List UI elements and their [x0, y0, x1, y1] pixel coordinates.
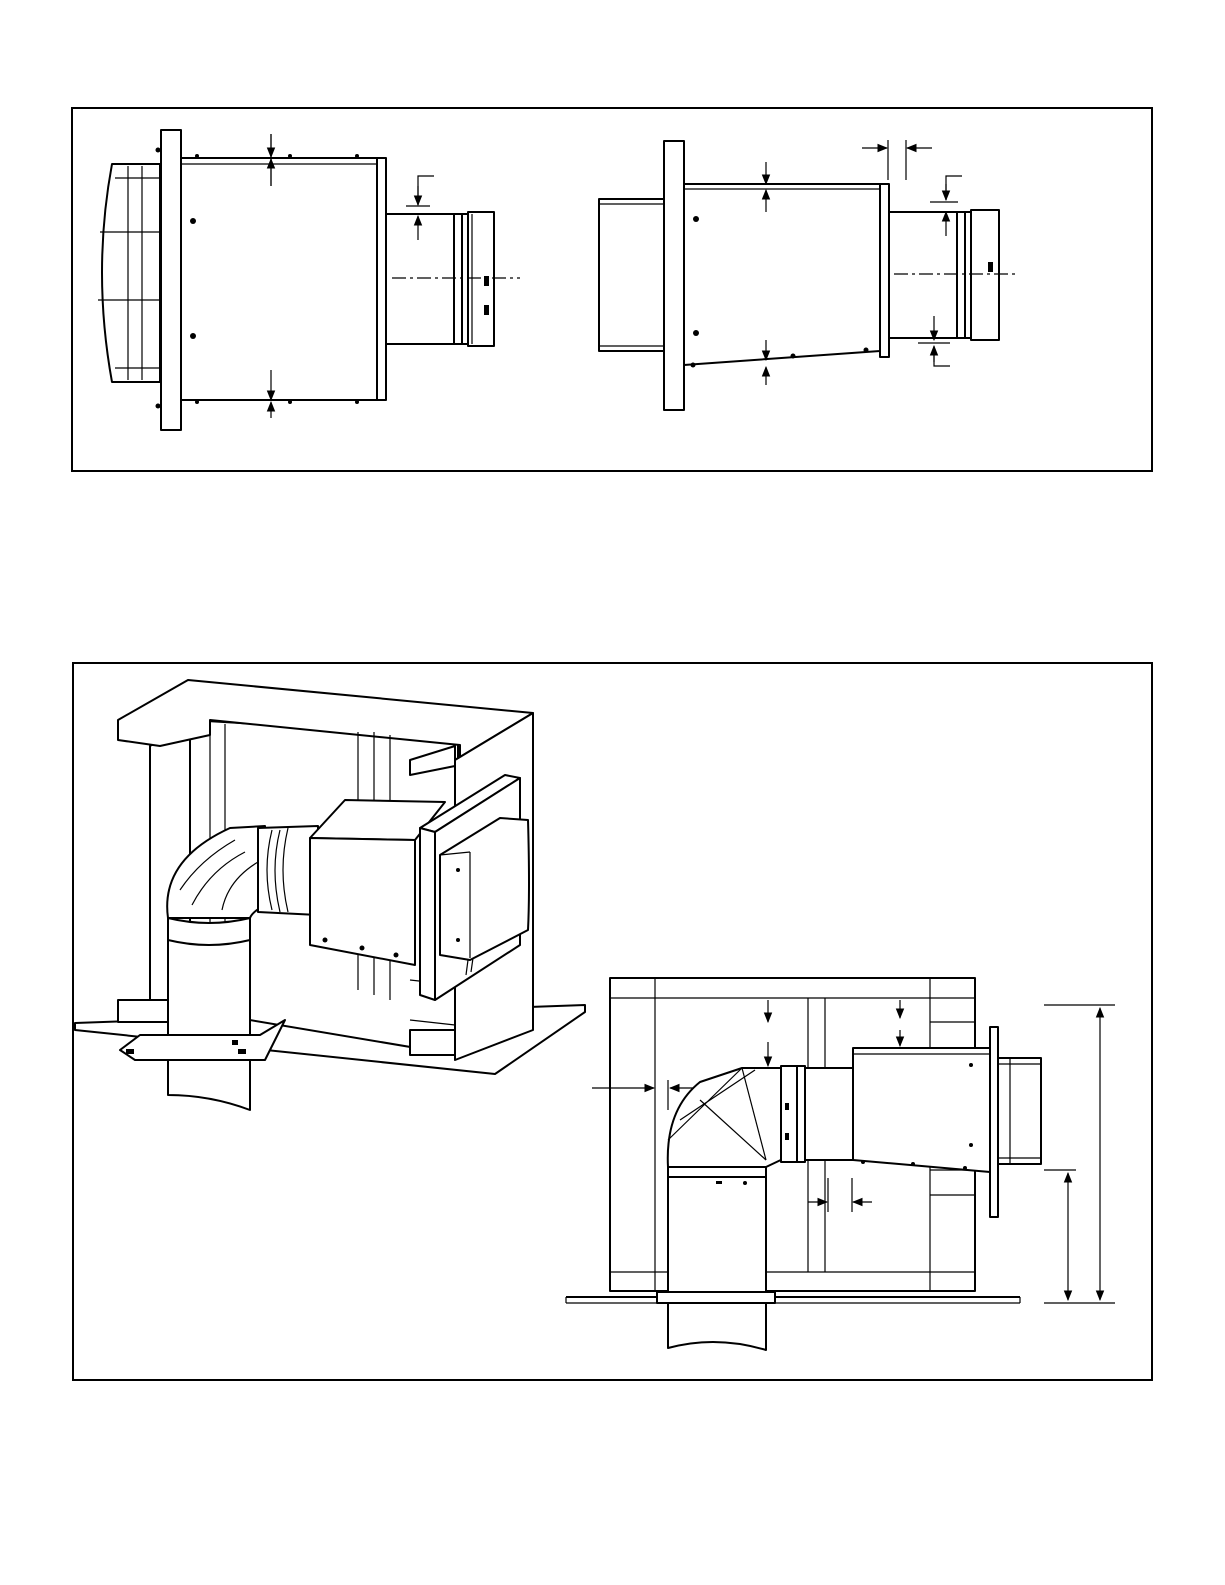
- wall-thimble-view: [599, 140, 1016, 410]
- thimble-sleeve: [599, 199, 664, 351]
- pipe-collar: [386, 214, 454, 344]
- enclosure-section: [566, 978, 1115, 1350]
- section-wall-plate: [990, 1027, 998, 1217]
- section-box: [853, 1048, 990, 1172]
- wall-plate: [161, 130, 181, 430]
- termination-cap-view: [98, 130, 520, 430]
- section-pipe: [668, 1175, 766, 1298]
- wall-plate-2: [664, 141, 684, 410]
- vertical-pipe: [168, 930, 250, 1110]
- enclosure-perspective: [75, 680, 585, 1110]
- sloped-box: [684, 184, 880, 365]
- vent-box: [181, 158, 377, 400]
- cap-hood: [102, 164, 160, 382]
